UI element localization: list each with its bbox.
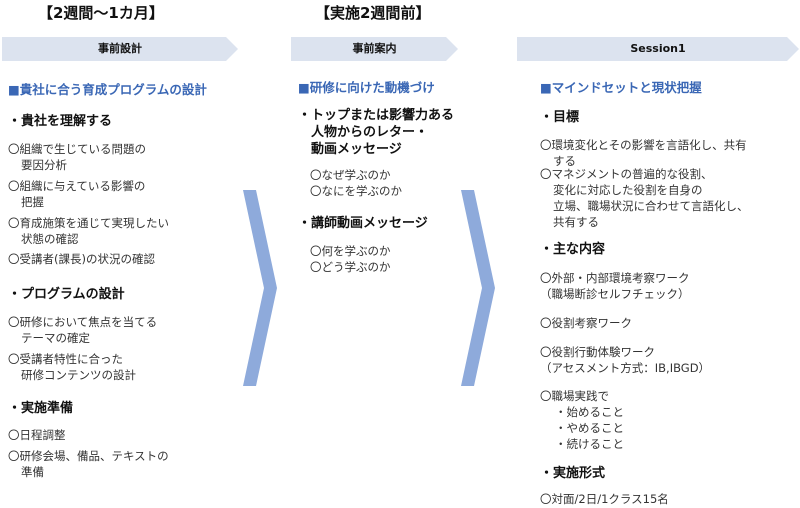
banner-label: 事前設計 [98, 42, 142, 55]
banner-arrow-shape [291, 37, 458, 61]
item-text: 変化に対応した役割を自身の [553, 183, 703, 197]
col1-item: 〇受講者特性に合った 研修コンテンツの設計 [8, 351, 136, 383]
item-text: 〇研修において焦点を当てる [8, 315, 158, 329]
item-text: 〇外部・内部環境考察ワーク [540, 271, 690, 285]
col1-heading-understand: ・貴社を理解する [8, 114, 113, 129]
banner-phase-2: 事前案内 [291, 37, 458, 61]
col3-item: 〇役割行動体験ワーク （アセスメント方式：IB,IBGD） [540, 344, 710, 376]
item-text: 〇なにを学ぶのか [310, 184, 402, 198]
col3-section-title: ■マインドセットと現状把握 [540, 80, 702, 95]
col1-item: 〇研修会場、備品、テキストの 準備 [8, 448, 169, 480]
item-text: 〇受講者特性に合った [8, 352, 123, 366]
col3-item: 〇外部・内部環境考察ワーク （職場断診セルフチェック） [540, 270, 690, 302]
item-text: 共有する [553, 215, 599, 229]
heading-text: ・トップまたは影響力ある [298, 108, 455, 123]
item-text: 把握 [21, 195, 44, 209]
col2-items: 〇何を学ぶのか 〇どう学ぶのか [310, 243, 391, 275]
col3-item: 〇役割考察ワーク [540, 315, 632, 331]
item-text: 要因分析 [21, 158, 67, 172]
heading-text: 動画メッセージ [311, 142, 402, 157]
banner-label: Session1 [630, 42, 686, 55]
col3-item: 〇環境変化とその影響を言語化し、共有 する [540, 137, 747, 169]
item-text: 状態の確認 [21, 232, 79, 246]
col3-heading-content: ・主な内容 [540, 242, 606, 257]
banner-label: 事前案内 [352, 42, 397, 55]
col3-item: 〇マネジメントの普遍的な役割、 変化に対応した役割を自身の 立場、職場状況に合わ… [540, 166, 749, 230]
item-text: 〇職場実践で [540, 389, 609, 403]
item-text: 〇育成施策を通じて実現したい [8, 216, 169, 230]
col3-heading-goal: ・目標 [540, 110, 580, 125]
col1-item: 〇研修において焦点を当てる テーマの確定 [8, 314, 157, 346]
item-text: 〇マネジメントの普遍的な役割、 [540, 167, 713, 181]
col3-heading-format: ・実施形式 [540, 466, 606, 481]
col2-items: 〇なぜ学ぶのか 〇なにを学ぶのか [310, 167, 402, 199]
banner-arrow-shape [2, 37, 238, 61]
banner-phase-1: 事前設計 [2, 37, 238, 61]
item-text: 〇何を学ぶのか [310, 244, 391, 258]
col1-item: 〇受講者(課長)の状況の確認 [8, 251, 155, 267]
item-text: 〇対面/2日/1クラス15名 [540, 492, 669, 506]
item-text: 準備 [21, 465, 44, 479]
item-text: 立場、職場状況に合わせて言語化し、 [553, 199, 749, 213]
col2-heading-top-message: ・トップまたは影響力ある 人物からのレター・ 動画メッセージ [298, 107, 454, 158]
col3-item: 〇対面/2日/1クラス15名 [540, 491, 669, 507]
period-label-2: 【実施2週間前】 [315, 4, 431, 22]
item-text: 〇役割考察ワーク [540, 316, 632, 330]
period-label-1: 【2週間～1カ月】 [38, 4, 164, 22]
item-text: 〇日程調整 [8, 428, 66, 442]
col1-heading-program: ・プログラムの設計 [8, 287, 125, 302]
item-text: （職場断診セルフチェック） [540, 287, 690, 301]
col3-item: 〇職場実践で ・始めること ・やめること ・続けること [540, 388, 624, 452]
item-text: 〇環境変化とその影響を言語化し、共有 [540, 138, 747, 152]
chevron-arrow-icon [461, 190, 495, 386]
col1-item: 〇日程調整 [8, 427, 66, 443]
heading-text: 人物からのレター・ [311, 125, 429, 140]
item-text: 研修コンテンツの設計 [21, 368, 136, 382]
item-text: 〇役割行動体験ワーク [540, 345, 655, 359]
col2-heading-instructor: ・講師動画メッセージ [298, 216, 428, 231]
item-text: 〇研修会場、備品、テキストの [8, 449, 169, 463]
col1-item: 〇育成施策を通じて実現したい 状態の確認 [8, 215, 169, 247]
banner-arrow-shape [517, 37, 799, 61]
banner-phase-3: Session1 [517, 37, 799, 61]
col2-section-title: ■研修に向けた動機づけ [298, 80, 435, 95]
item-text: （アセスメント方式：IB,IBGD） [540, 361, 711, 375]
item-text: 〇組織に与えている影響の [8, 179, 146, 193]
col1-item: 〇組織に与えている影響の 把握 [8, 178, 145, 210]
item-text: 〇どう学ぶのか [310, 260, 391, 274]
item-text: ・続けること [555, 437, 624, 451]
chevron-arrow-icon [243, 190, 277, 386]
item-text: ・始めること [555, 405, 624, 419]
item-text: テーマの確定 [21, 331, 90, 345]
item-text: ・やめること [555, 421, 624, 435]
col1-section-title: ■貴社に合う育成プログラムの設計 [8, 82, 207, 97]
item-text: する [553, 154, 576, 168]
col1-item: 〇組織で生じている問題の 要因分析 [8, 141, 146, 173]
item-text: 〇受講者(課長)の状況の確認 [8, 252, 155, 266]
col1-heading-preparation: ・実施準備 [8, 401, 74, 416]
item-text: 〇組織で生じている問題の [8, 142, 146, 156]
item-text: 〇なぜ学ぶのか [310, 168, 391, 182]
